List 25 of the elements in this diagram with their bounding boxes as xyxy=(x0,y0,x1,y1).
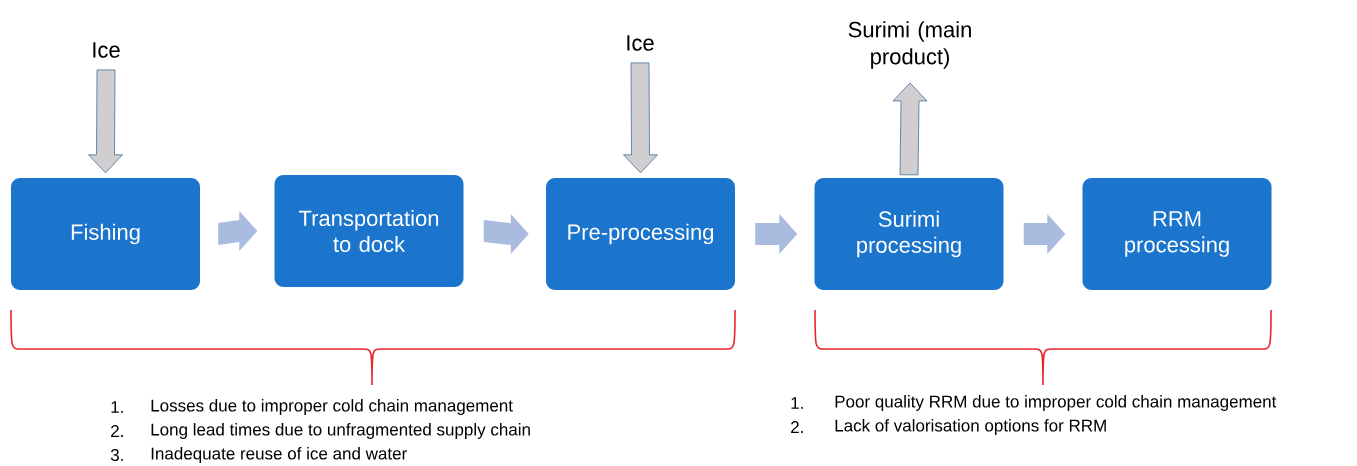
flow-label: Ice xyxy=(627,35,654,51)
block-arrow xyxy=(483,214,529,254)
process-box: Fishing xyxy=(11,178,200,290)
list-number: 2. xyxy=(111,425,123,437)
list-number: 3. xyxy=(110,449,123,462)
flow-label: Ice xyxy=(93,42,120,58)
list-item: Long lead times due to unfragmented supply chain xyxy=(151,423,530,439)
block-arrow xyxy=(755,214,798,254)
list-item: Lack of valorisation options for RRM xyxy=(835,419,1106,435)
list-number: 1. xyxy=(111,401,123,413)
process-box: Pre-processing xyxy=(546,178,735,290)
list-item: Poor quality RRM due to improper cold chain management xyxy=(835,395,1277,411)
list-number: 1. xyxy=(791,397,803,409)
list-item: Inadequate reuse of ice and water xyxy=(151,447,407,463)
process-box: RRM processing xyxy=(1082,178,1272,290)
process-box: Transportation to dock xyxy=(274,175,464,287)
block-arrow xyxy=(218,211,258,251)
block-arrow xyxy=(88,69,123,174)
flow-label: Surimi (main product) xyxy=(848,21,971,69)
list-item: Losses due to improper cold chain management xyxy=(151,399,513,415)
block-arrow xyxy=(1023,214,1066,254)
block-arrow xyxy=(892,82,928,176)
block-arrow xyxy=(623,62,658,174)
process-box: Surimi processing xyxy=(814,178,1004,290)
list-number: 2. xyxy=(791,421,803,433)
